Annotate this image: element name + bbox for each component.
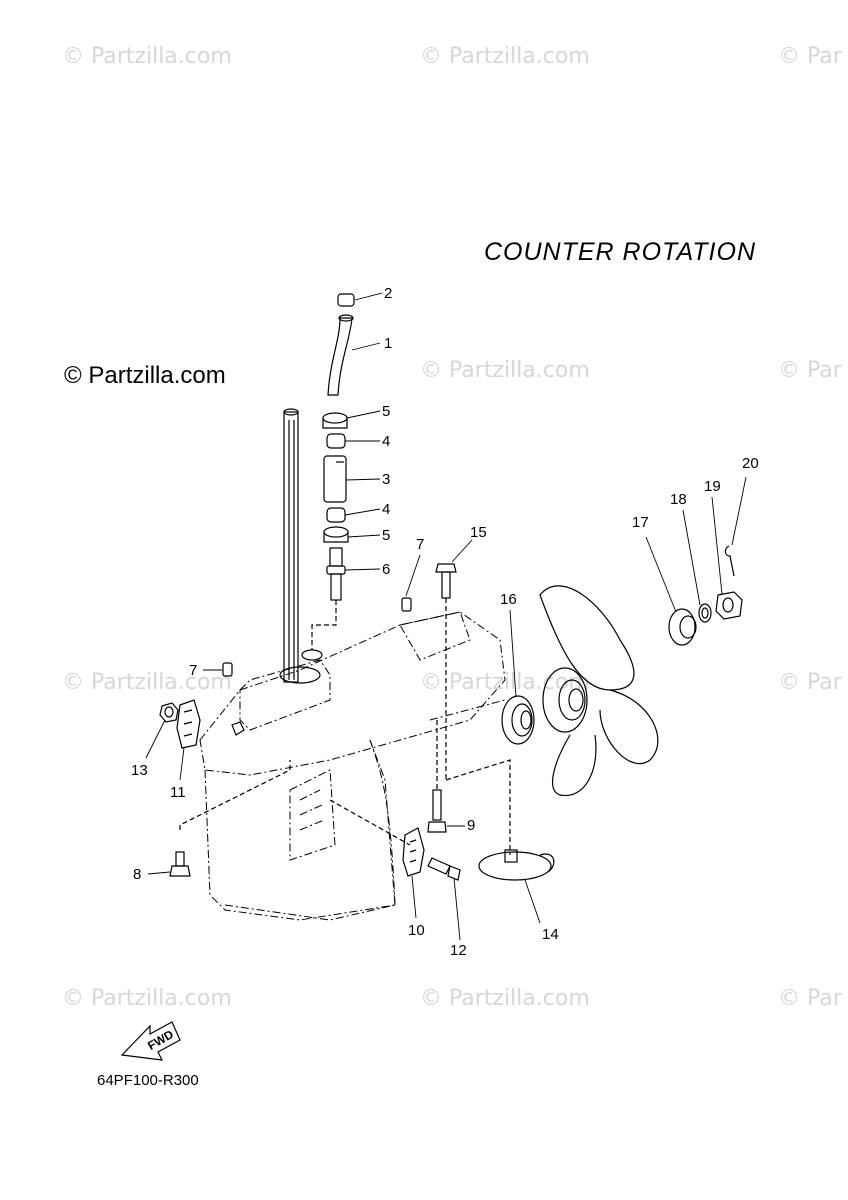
nut-19: [715, 591, 743, 620]
fwd-arrow: [120, 1021, 181, 1061]
callout-17: 17: [632, 514, 649, 531]
anode-11: [176, 699, 245, 749]
callout-8: 8: [133, 866, 142, 883]
callout-16: 16: [500, 591, 517, 608]
watermark: © Partzilla.com: [420, 670, 590, 695]
anode-14: [478, 849, 555, 881]
watermark: © Par: [778, 986, 842, 1011]
callout-19: 19: [704, 478, 721, 495]
lower-unit-housing: [199, 611, 506, 921]
anode-10: [329, 799, 461, 881]
callout-13: 13: [131, 762, 148, 779]
dowel-pin: [222, 662, 233, 677]
copyright-text: © Partzilla.com: [64, 362, 226, 389]
washer-18: [698, 603, 712, 623]
bolt-8: [169, 760, 291, 877]
watermark: © Par: [778, 358, 842, 383]
spacer-17: [668, 608, 697, 646]
watermark: © Partzilla.com: [420, 986, 590, 1011]
callout-14: 14: [542, 926, 559, 943]
callout-9: 9: [467, 817, 476, 834]
callout-3: 3: [382, 471, 391, 488]
callout-6: 6: [382, 561, 391, 578]
watermark: © Partzilla.com: [62, 986, 232, 1011]
callout-18: 18: [670, 491, 687, 508]
callout-11: 11: [170, 784, 186, 801]
bolt-15: [435, 563, 511, 855]
nut-13: [159, 702, 179, 723]
cotter-pin-20: [724, 545, 735, 577]
seal-16: [501, 695, 535, 745]
watermark: © Partzilla.com: [420, 44, 590, 69]
watermark: © Partzilla.com: [62, 44, 232, 69]
leader-lines: [145, 292, 747, 941]
diagram-title: COUNTER ROTATION: [484, 238, 757, 266]
diagram-code: 64PF100-R300: [97, 1072, 199, 1089]
callout-5: 5: [382, 527, 391, 544]
watermark: © Partzilla.com: [420, 358, 590, 383]
callout-1: 1: [384, 335, 393, 352]
drive-shaft: [279, 408, 323, 684]
dowel-pin: [401, 597, 412, 612]
callout-4: 4: [382, 433, 391, 450]
callout-5: 5: [382, 403, 391, 420]
callout-10: 10: [408, 922, 425, 939]
callout-7: 7: [416, 536, 425, 553]
watermark: © Partzilla.com: [62, 670, 232, 695]
watermark: © Par: [778, 670, 842, 695]
water-pipe-assembly: [311, 293, 355, 650]
callout-2: 2: [384, 285, 393, 302]
callout-12: 12: [450, 942, 467, 959]
callout-20: 20: [742, 455, 759, 472]
bolt-9: [427, 720, 447, 833]
watermark: © Par: [778, 44, 842, 69]
callout-4: 4: [382, 501, 391, 518]
callout-7: 7: [189, 662, 198, 679]
callout-15: 15: [470, 524, 487, 541]
propeller: [539, 585, 659, 797]
